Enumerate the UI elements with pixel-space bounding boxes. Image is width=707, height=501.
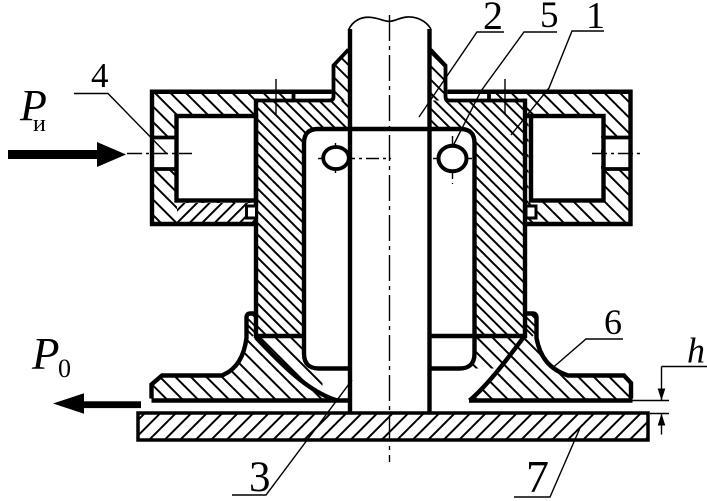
svg-text:2: 2	[483, 0, 503, 38]
svg-text:0: 0	[58, 354, 71, 383]
svg-text:P: P	[19, 81, 47, 130]
svg-text:1: 1	[586, 0, 605, 37]
svg-text:и: и	[33, 111, 46, 137]
svg-text:3: 3	[249, 454, 271, 501]
svg-text:7: 7	[526, 451, 549, 501]
svg-text:5: 5	[540, 0, 559, 36]
svg-text:h: h	[687, 331, 705, 371]
svg-text:6: 6	[604, 302, 622, 342]
svg-text:P: P	[31, 329, 60, 379]
svg-text:4: 4	[91, 56, 109, 95]
